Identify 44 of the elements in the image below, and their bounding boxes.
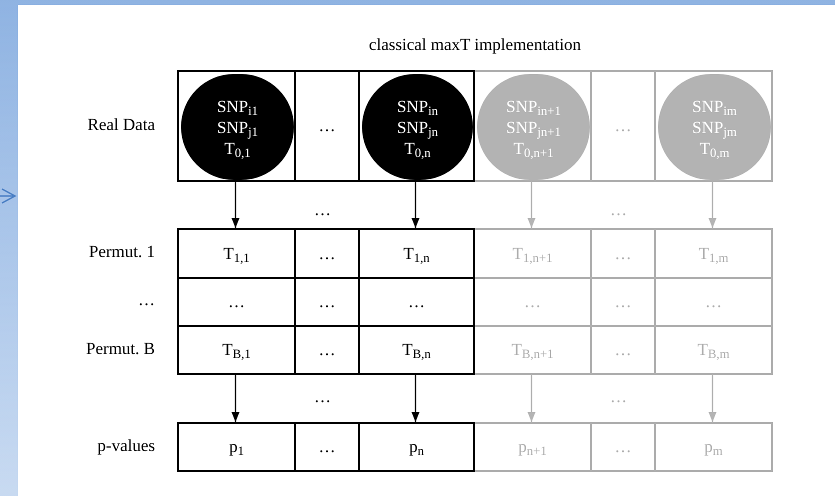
arrow [528,375,536,422]
table-cell: p$_{n}$ [358,422,475,472]
circle-text: SNP$_{jm}$ [692,116,737,138]
circle-text: T$_{0,n+1}$ [514,138,554,158]
circle-text: SNP$_{im}$ [692,96,737,116]
circle-text: SNP$_{in}$ [396,96,438,116]
table-cell: T$_{B,1}$ [177,325,296,375]
arrow [708,182,716,228]
ellipsis-label: … [314,200,331,220]
row-label: Real Data [88,115,155,135]
table-cell: … [590,422,656,472]
arrow [232,375,240,422]
circle-text: SNP$_{jn+1}$ [506,116,561,138]
ellipsis-label: … [610,200,627,220]
arrow [708,375,716,422]
circle-text: SNP$_{jn}$ [396,116,438,138]
table-cell: T$_{B,m}$ [654,325,773,375]
row-label: Permut. 1 [88,242,155,262]
table-cell: … [294,70,360,182]
ellipsis-label: … [314,387,331,407]
table-cell: T$_{1,n}$ [358,228,475,279]
row-label: Permut. B [86,339,155,359]
circle-text: SNP$_{i1}$ [216,96,258,116]
arrow [412,375,420,422]
table-cell: … [294,422,360,472]
diagram-title: classical maxT implementation [368,34,582,56]
table-cell: T$_{1,m}$ [654,228,773,279]
table-cell: p$_{n+1}$ [473,422,592,472]
table-cell: p$_{m}$ [654,422,773,472]
row-label: p-values [97,436,155,456]
circle-text: SNP$_{j1}$ [216,116,258,138]
ellipsis-label: … [610,387,627,407]
arrow [528,182,536,228]
arrow [232,182,240,228]
table-cell: T$_{1,1}$ [177,228,296,279]
table-cell: … [590,70,656,182]
table-cell: T$_{B,n}$ [358,325,475,375]
arrow [412,182,420,228]
circle-text: SNP$_{in+1}$ [506,96,561,116]
table-cell: p$_{1}$ [177,422,296,472]
row-label: … [138,290,155,310]
circle-text: T$_{0,m}$ [700,138,730,158]
circle-text: T$_{0,n}$ [404,138,431,158]
circle-text: T$_{0,1}$ [224,138,251,158]
